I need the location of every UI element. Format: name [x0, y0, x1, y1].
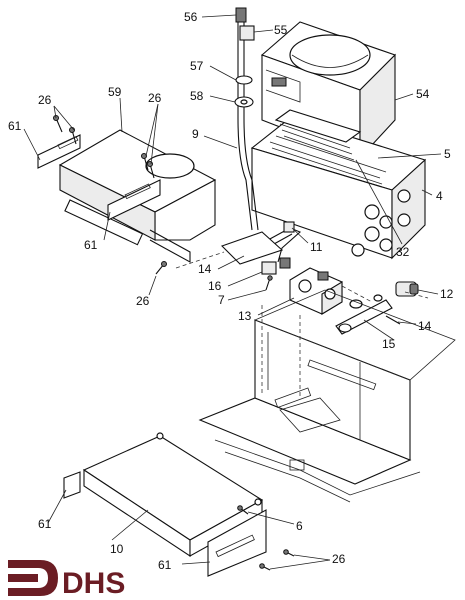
fin-grid — [279, 123, 355, 161]
callout-13: 13 — [238, 309, 252, 323]
logo-text: DHS — [62, 567, 125, 600]
callout-4: 4 — [436, 189, 443, 203]
callout-11: 11 — [310, 240, 323, 254]
leader-lines — [23, 14, 442, 570]
top-bracket-59 — [58, 129, 217, 263]
side-bracket-61-left — [37, 134, 81, 169]
callout-26-top-left: 26 — [38, 93, 52, 107]
alignment-lines — [175, 251, 429, 398]
gasket — [349, 294, 383, 309]
callout-61-bottom: 61 — [158, 558, 172, 572]
callout-10: 10 — [110, 542, 124, 556]
heat-exchanger — [250, 117, 427, 260]
mount-plate-14 — [220, 231, 284, 265]
callout-14-lower: 14 — [418, 319, 432, 333]
sensor-tube — [234, 7, 259, 231]
callout-26-side: 26 — [136, 294, 150, 308]
side-bracket-61-mid — [107, 179, 161, 221]
bottom-cover-10 — [82, 432, 267, 577]
connector-12 — [395, 281, 419, 297]
callout-61-bottom-left: 61 — [38, 517, 52, 531]
callout-59: 59 — [108, 85, 122, 99]
callout-5: 5 — [444, 147, 451, 161]
pipe-15 — [335, 299, 393, 335]
callout-56: 56 — [184, 10, 198, 24]
callout-32: 32 — [396, 245, 410, 259]
base-chassis — [198, 289, 456, 503]
callout-9: 9 — [192, 127, 199, 141]
callout-26-top-right: 26 — [148, 91, 162, 105]
screw-26-bottom — [259, 549, 295, 571]
logo-mark-icon — [8, 560, 58, 596]
callout-6: 6 — [296, 519, 303, 533]
pipe-elbow — [267, 227, 302, 263]
side-bracket-61-bottom — [63, 471, 81, 499]
screw-7 — [265, 275, 273, 291]
callout-57: 57 — [190, 59, 204, 73]
callout-7: 7 — [218, 293, 225, 307]
callout-12: 12 — [440, 287, 454, 301]
callout-54: 54 — [416, 87, 430, 101]
callout-14-upper: 14 — [198, 262, 212, 276]
washer-57 — [235, 75, 253, 85]
screw-14b — [385, 315, 401, 325]
gas-valve-assembly — [289, 267, 343, 315]
screw-6 — [237, 505, 249, 515]
pilot-16 — [261, 257, 291, 275]
heat-shield — [274, 109, 362, 143]
callout-58: 58 — [190, 89, 204, 103]
screw-26-side — [155, 261, 167, 275]
tube-tip-56 — [235, 7, 247, 23]
fitting-11 — [283, 221, 295, 233]
burner-housing — [260, 21, 397, 160]
fitting-55 — [239, 25, 255, 41]
dhs-logo: DHS — [8, 560, 125, 600]
callout-61-left: 61 — [8, 119, 22, 133]
callout-55: 55 — [274, 23, 288, 37]
callout-labels: 56 55 57 58 54 9 26 59 26 61 61 26 5 4 3… — [8, 10, 454, 572]
callout-16: 16 — [208, 279, 222, 293]
callout-15: 15 — [382, 337, 396, 351]
callout-61-mid: 61 — [84, 238, 98, 252]
callout-26-bottom: 26 — [332, 552, 346, 566]
